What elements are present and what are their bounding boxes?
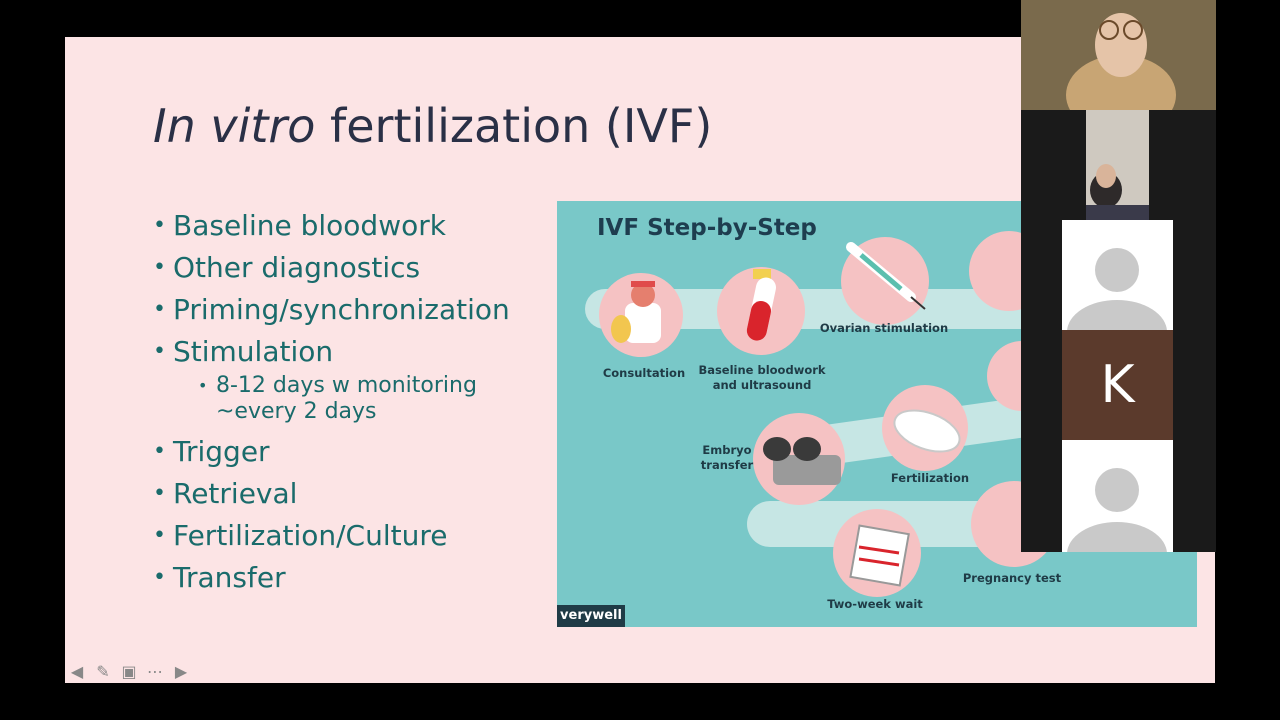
participant-video[interactable] xyxy=(1086,110,1149,220)
step-label-two-week: Two-week wait xyxy=(827,597,923,611)
bullet-item: Stimulation xyxy=(153,331,516,373)
slides-icon[interactable]: ▣ xyxy=(121,661,137,681)
step-label-embryo: Embryo transfer xyxy=(700,443,754,472)
arrow-right-icon[interactable]: ▶ xyxy=(174,661,188,681)
person-avatar-icon xyxy=(1067,248,1167,330)
title-rest: fertilization (IVF) xyxy=(315,99,713,153)
arrow-left-icon[interactable]: ◀ xyxy=(70,661,84,681)
participant-tile[interactable] xyxy=(1062,220,1173,330)
step-label-pregnancy: Pregnancy test xyxy=(962,571,1062,585)
bullet-item: Trigger xyxy=(153,431,516,473)
bullet-item: Baseline bloodwork xyxy=(153,205,516,247)
bullet-item: Fertilization/Culture xyxy=(153,515,516,557)
participants-panel: K xyxy=(1021,0,1216,552)
slideshow-toolbar: ◀ ✎ ▣ ⋯ ▶ xyxy=(66,660,192,682)
blood-vial-icon xyxy=(717,267,805,355)
person-avatar-icon xyxy=(1067,468,1167,552)
participant-tile[interactable] xyxy=(1062,440,1173,552)
bullet-item: Priming/synchronization xyxy=(153,289,516,331)
sub-bullet-item: 8-12 days w monitoring ~every 2 days xyxy=(153,373,516,425)
consultation-icon xyxy=(599,273,683,357)
pen-icon[interactable]: ✎ xyxy=(96,661,110,681)
step-label-consultation: Consultation xyxy=(602,366,686,380)
step-label-ovarian: Ovarian stimulation xyxy=(819,321,949,335)
step-label-baseline: Baseline bloodwork and ultrasound xyxy=(698,363,826,392)
transfer-icon xyxy=(753,413,845,505)
bullet-item: Retrieval xyxy=(153,473,516,515)
calendar-icon xyxy=(833,509,921,597)
bullet-item: Other diagnostics xyxy=(153,247,516,289)
petri-dish-icon xyxy=(882,385,968,471)
participant-tile-initial[interactable]: K xyxy=(1062,330,1173,440)
bullet-list: Baseline bloodwork Other diagnostics Pri… xyxy=(153,205,516,599)
more-icon[interactable]: ⋯ xyxy=(147,661,163,681)
step-label-fertilization: Fertilization xyxy=(890,471,970,485)
brand-logo: verywell xyxy=(557,605,625,627)
infographic-title: IVF Step-by-Step xyxy=(597,215,817,241)
participant-video-speaker[interactable] xyxy=(1021,0,1216,110)
title-italic: In vitro xyxy=(153,99,316,153)
syringe-icon xyxy=(841,237,929,325)
bullet-item: Transfer xyxy=(153,557,516,599)
slide-title: In vitro fertilization (IVF) xyxy=(153,99,712,153)
